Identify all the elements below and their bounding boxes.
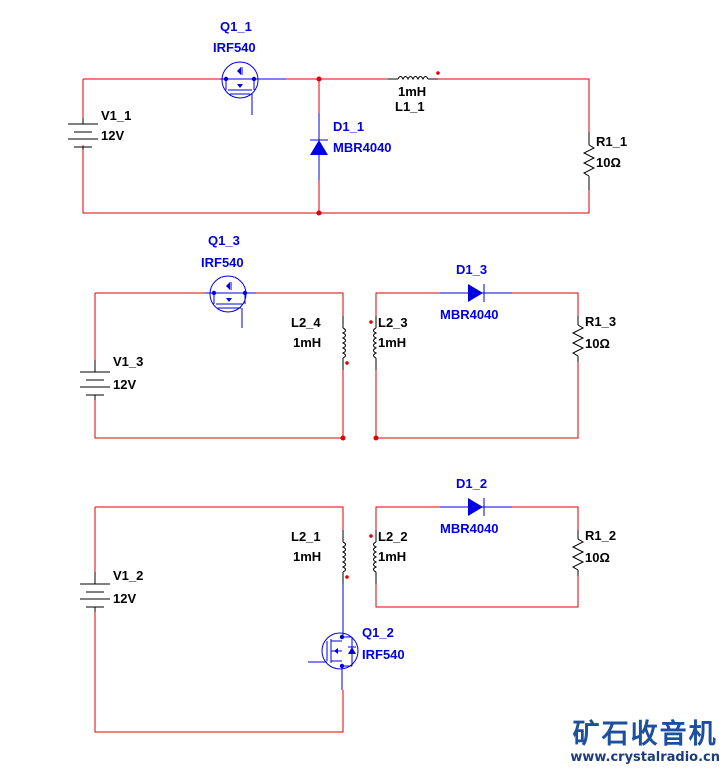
circuit-flyback: V1_2 12V L2_1 1mH L2_2 1mH D1_2 MBR4040 xyxy=(80,476,616,733)
label-Q1_2-value: IRF540 xyxy=(362,647,405,662)
wire xyxy=(94,506,579,733)
inductor-icon xyxy=(388,71,440,81)
label-V1_2-ref: V1_2 xyxy=(113,568,143,583)
label-V1_1-ref: V1_1 xyxy=(101,108,131,123)
label-L2_1-ref: L2_1 xyxy=(291,529,321,544)
label-R1_3-ref: R1_3 xyxy=(585,314,616,329)
label-L2_2-value: 1mH xyxy=(378,549,406,564)
watermark-url: www.crystalradio.cn xyxy=(570,750,720,765)
junction-dot xyxy=(340,435,346,441)
label-D1_1-ref: D1_1 xyxy=(333,119,364,134)
label-L2_4-ref: L2_4 xyxy=(291,315,321,330)
watermark-title: 矿石收音机 xyxy=(572,719,718,750)
mosfet-icon xyxy=(308,584,359,690)
label-Q1_1-ref: Q1_1 xyxy=(220,19,252,34)
battery-icon xyxy=(68,118,98,150)
label-Q1_3-value: IRF540 xyxy=(201,255,244,270)
inductor-icon xyxy=(341,316,349,370)
resistor-icon xyxy=(571,316,585,362)
label-D1_1-value: MBR4040 xyxy=(333,140,392,155)
label-D1_3-ref: D1_3 xyxy=(456,262,487,277)
circuit-buck: V1_1 12V Q1_1 IRF540 D1_1 MBR xyxy=(68,19,627,216)
label-D1_3-value: MBR4040 xyxy=(440,307,499,322)
junction-dot xyxy=(316,210,322,216)
label-V1_3-value: 12V xyxy=(113,377,136,392)
label-L2_2-ref: L2_2 xyxy=(378,529,408,544)
label-R1_2-ref: R1_2 xyxy=(585,528,616,543)
label-L1_1-ref: L1_1 xyxy=(395,99,425,114)
label-Q1_3-ref: Q1_3 xyxy=(208,233,240,248)
battery-icon xyxy=(80,572,110,612)
resistor-icon xyxy=(571,530,585,576)
inductor-icon xyxy=(341,530,349,584)
battery-icon xyxy=(80,360,110,400)
label-L2_3-value: 1mH xyxy=(378,335,406,350)
label-Q1_2-ref: Q1_2 xyxy=(362,625,394,640)
watermark: 矿石收音机 www.crystalradio.cn xyxy=(570,720,720,766)
diode-icon xyxy=(440,284,512,302)
label-L1_1-value: 1mH xyxy=(398,84,426,99)
label-V1_2-value: 12V xyxy=(113,591,136,606)
label-R1_3-value: 10Ω xyxy=(585,336,610,351)
mosfet-icon xyxy=(205,275,256,328)
label-D1_2-ref: D1_2 xyxy=(456,476,487,491)
diode-icon xyxy=(440,498,512,516)
mosfet-icon xyxy=(220,61,286,115)
diode-icon xyxy=(310,113,328,180)
label-R1_1-ref: R1_1 xyxy=(596,134,627,149)
junction-dot xyxy=(373,435,379,441)
inductor-icon xyxy=(369,530,378,584)
circuit-forward: V1_3 12V Q1_3 IRF540 L2_4 xyxy=(80,233,616,441)
junction-dot xyxy=(316,76,322,82)
label-R1_2-value: 10Ω xyxy=(585,550,610,565)
label-V1_3-ref: V1_3 xyxy=(113,354,143,369)
wire xyxy=(94,292,579,439)
label-L2_4-value: 1mH xyxy=(293,335,321,350)
label-V1_1-value: 12V xyxy=(101,128,124,143)
label-Q1_1-value: IRF540 xyxy=(213,40,256,55)
inductor-icon xyxy=(369,316,378,370)
resistor-icon xyxy=(582,132,596,190)
label-R1_1-value: 10Ω xyxy=(596,155,621,170)
wire xyxy=(82,78,590,214)
label-D1_2-value: MBR4040 xyxy=(440,521,499,536)
label-L2_3-ref: L2_3 xyxy=(378,315,408,330)
label-L2_1-value: 1mH xyxy=(293,549,321,564)
